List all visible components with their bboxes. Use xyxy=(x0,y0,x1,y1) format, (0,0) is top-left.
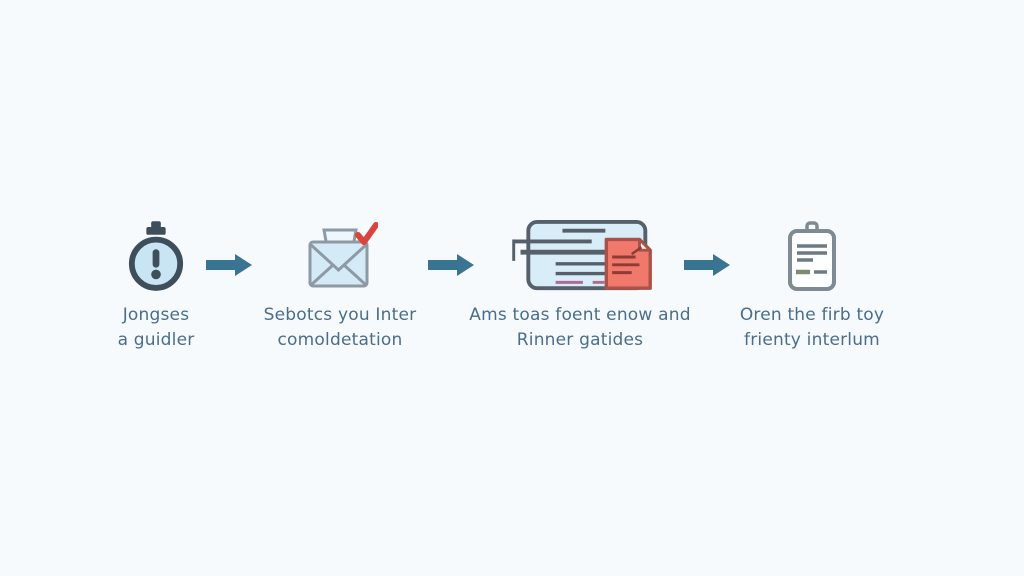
envelope-check-svg xyxy=(308,222,378,288)
documents-note-svg xyxy=(512,219,652,291)
stopwatch-alert-svg xyxy=(128,221,184,291)
step-3-caption-line-2: Rinner gatides xyxy=(516,330,644,350)
badge-list-svg xyxy=(788,221,836,291)
step-1-caption: Jongses a guidler xyxy=(118,303,195,353)
stopwatch-alert-icon xyxy=(127,218,185,296)
flow-step-2: Sebotcs you Inter comoldetation xyxy=(250,218,430,353)
step-1-caption-line-2: a guidler xyxy=(117,330,195,350)
arrow-right-icon xyxy=(684,253,730,277)
flow-step-3: Ams toas foent enow and Rinner gatides xyxy=(455,218,705,353)
flow-step-4: Oren the firb toy frienty interlum xyxy=(722,218,902,353)
step-2-caption-line-1: Sebotcs you Inter xyxy=(263,305,417,325)
badge-list-icon xyxy=(786,218,838,296)
step-4-caption-line-2: frienty interlum xyxy=(744,330,880,350)
arrow-right-icon xyxy=(206,253,252,277)
step-2-caption-line-2: comoldetation xyxy=(277,330,403,350)
step-2-caption: Sebotcs you Inter comoldetation xyxy=(264,303,417,353)
step-3-caption-line-1: Ams toas foent enow and xyxy=(469,305,691,325)
step-4-caption: Oren the firb toy frienty interlum xyxy=(740,303,884,353)
step-3-caption: Ams toas foent enow and Rinner gatides xyxy=(469,303,690,353)
step-4-caption-line-1: Oren the firb toy xyxy=(739,305,885,325)
documents-note-icon xyxy=(505,218,655,296)
flow-step-1: Jongses a guidler xyxy=(76,218,236,353)
arrow-right-icon xyxy=(428,253,474,277)
step-1-caption-line-1: Jongses xyxy=(122,305,190,325)
envelope-check-icon xyxy=(302,218,378,296)
